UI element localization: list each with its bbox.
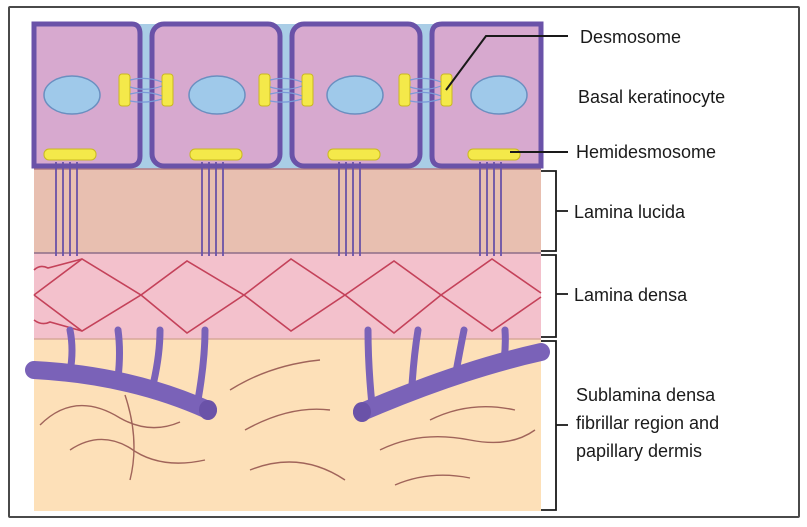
hemidesmosome [44, 149, 96, 160]
label-sublamina-line3: papillary dermis [576, 440, 702, 462]
nucleus [471, 76, 527, 114]
label-sublamina-line2: fibrillar region and [576, 412, 719, 434]
bracket-sublamina [541, 341, 556, 510]
hemidesmosome [328, 149, 380, 160]
nucleus [44, 76, 100, 114]
label-sublamina-line1: Sublamina densa [576, 384, 715, 406]
fibril-end-cap [353, 402, 371, 422]
nucleus [327, 76, 383, 114]
bracket-lamina-lucida [541, 171, 556, 251]
label-basal-keratinocyte: Basal keratinocyte [578, 86, 725, 108]
layer-brackets [541, 171, 568, 510]
hemidesmosome [190, 149, 242, 160]
hemidesmosome [468, 149, 520, 160]
lamina-lucida-layer [34, 169, 541, 253]
label-hemidesmosome: Hemidesmosome [576, 141, 716, 163]
nucleus [189, 76, 245, 114]
label-desmosome: Desmosome [580, 26, 681, 48]
label-lamina-densa: Lamina densa [574, 284, 687, 306]
fibril-end-cap [199, 400, 217, 420]
label-lamina-lucida: Lamina lucida [574, 201, 685, 223]
lamina-densa-layer [34, 253, 541, 339]
bracket-lamina-densa [541, 255, 556, 337]
